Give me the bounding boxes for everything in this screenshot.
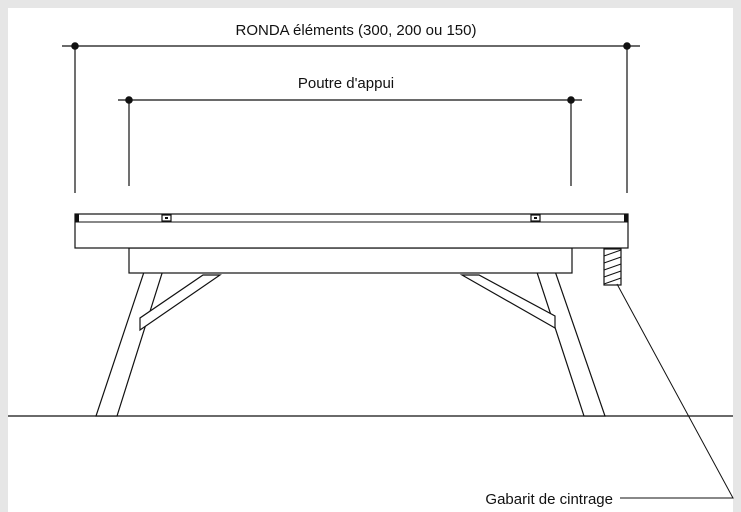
fixing-block-left-center — [165, 217, 168, 219]
ronda-board — [74, 213, 629, 249]
bench-braces — [139, 274, 556, 332]
ronda-dot-right — [623, 42, 631, 50]
fixing-block-right-center — [534, 217, 537, 219]
end-cap-left — [75, 214, 79, 222]
ronda-label: RONDA éléments (300, 200 ou 150) — [236, 22, 477, 39]
gabarit-leader-line — [616, 283, 734, 499]
ronda-dimension: RONDA éléments (300, 200 ou 150) — [62, 22, 640, 193]
gabarit-hatch-1 — [603, 249, 622, 257]
gabarit-label: Gabarit de cintrage — [485, 491, 613, 508]
gabarit-hatch-2 — [603, 256, 622, 264]
ronda-element — [74, 213, 629, 249]
poutre-label: Poutre d'appui — [298, 75, 394, 92]
brace-right — [459, 274, 556, 330]
gabarit-hatch-5 — [603, 277, 622, 285]
ronda-dot-left — [71, 42, 79, 50]
end-cap-right — [624, 214, 628, 222]
poutre-dot-right — [567, 96, 575, 104]
gabarit-de-cintrage — [603, 248, 622, 286]
gabarit-hatch-4 — [603, 270, 622, 278]
gabarit-hatch-3 — [603, 263, 622, 271]
support-beam — [128, 247, 573, 274]
poutre-dimension: Poutre d'appui — [118, 75, 582, 186]
brace-left — [139, 274, 222, 332]
poutre-dot-left — [125, 96, 133, 104]
